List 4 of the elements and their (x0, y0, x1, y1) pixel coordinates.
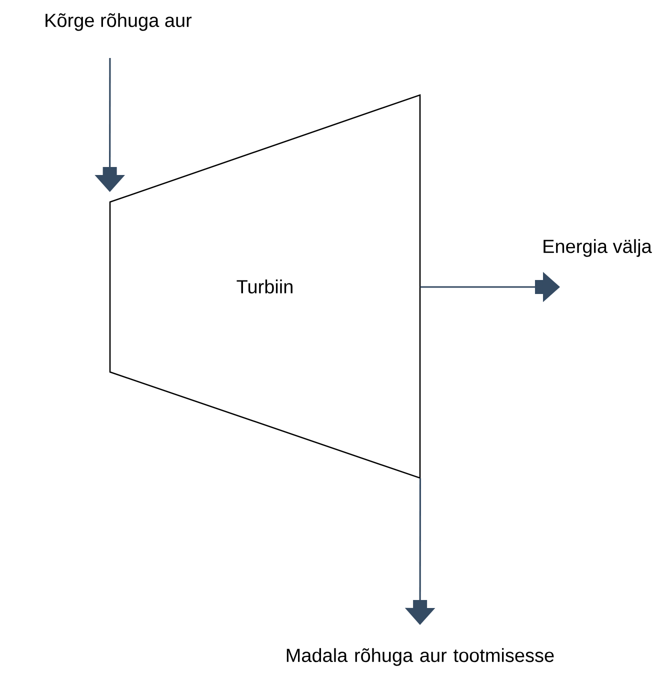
text-label: Energia välja (544, 239, 652, 257)
text-label: Madala rõhuga aur tootmisesse (286, 648, 554, 666)
turbine-trapezoid: Turbiin (109, 94, 421, 479)
text-label: Kõrge rõhuga aur (46, 13, 192, 31)
